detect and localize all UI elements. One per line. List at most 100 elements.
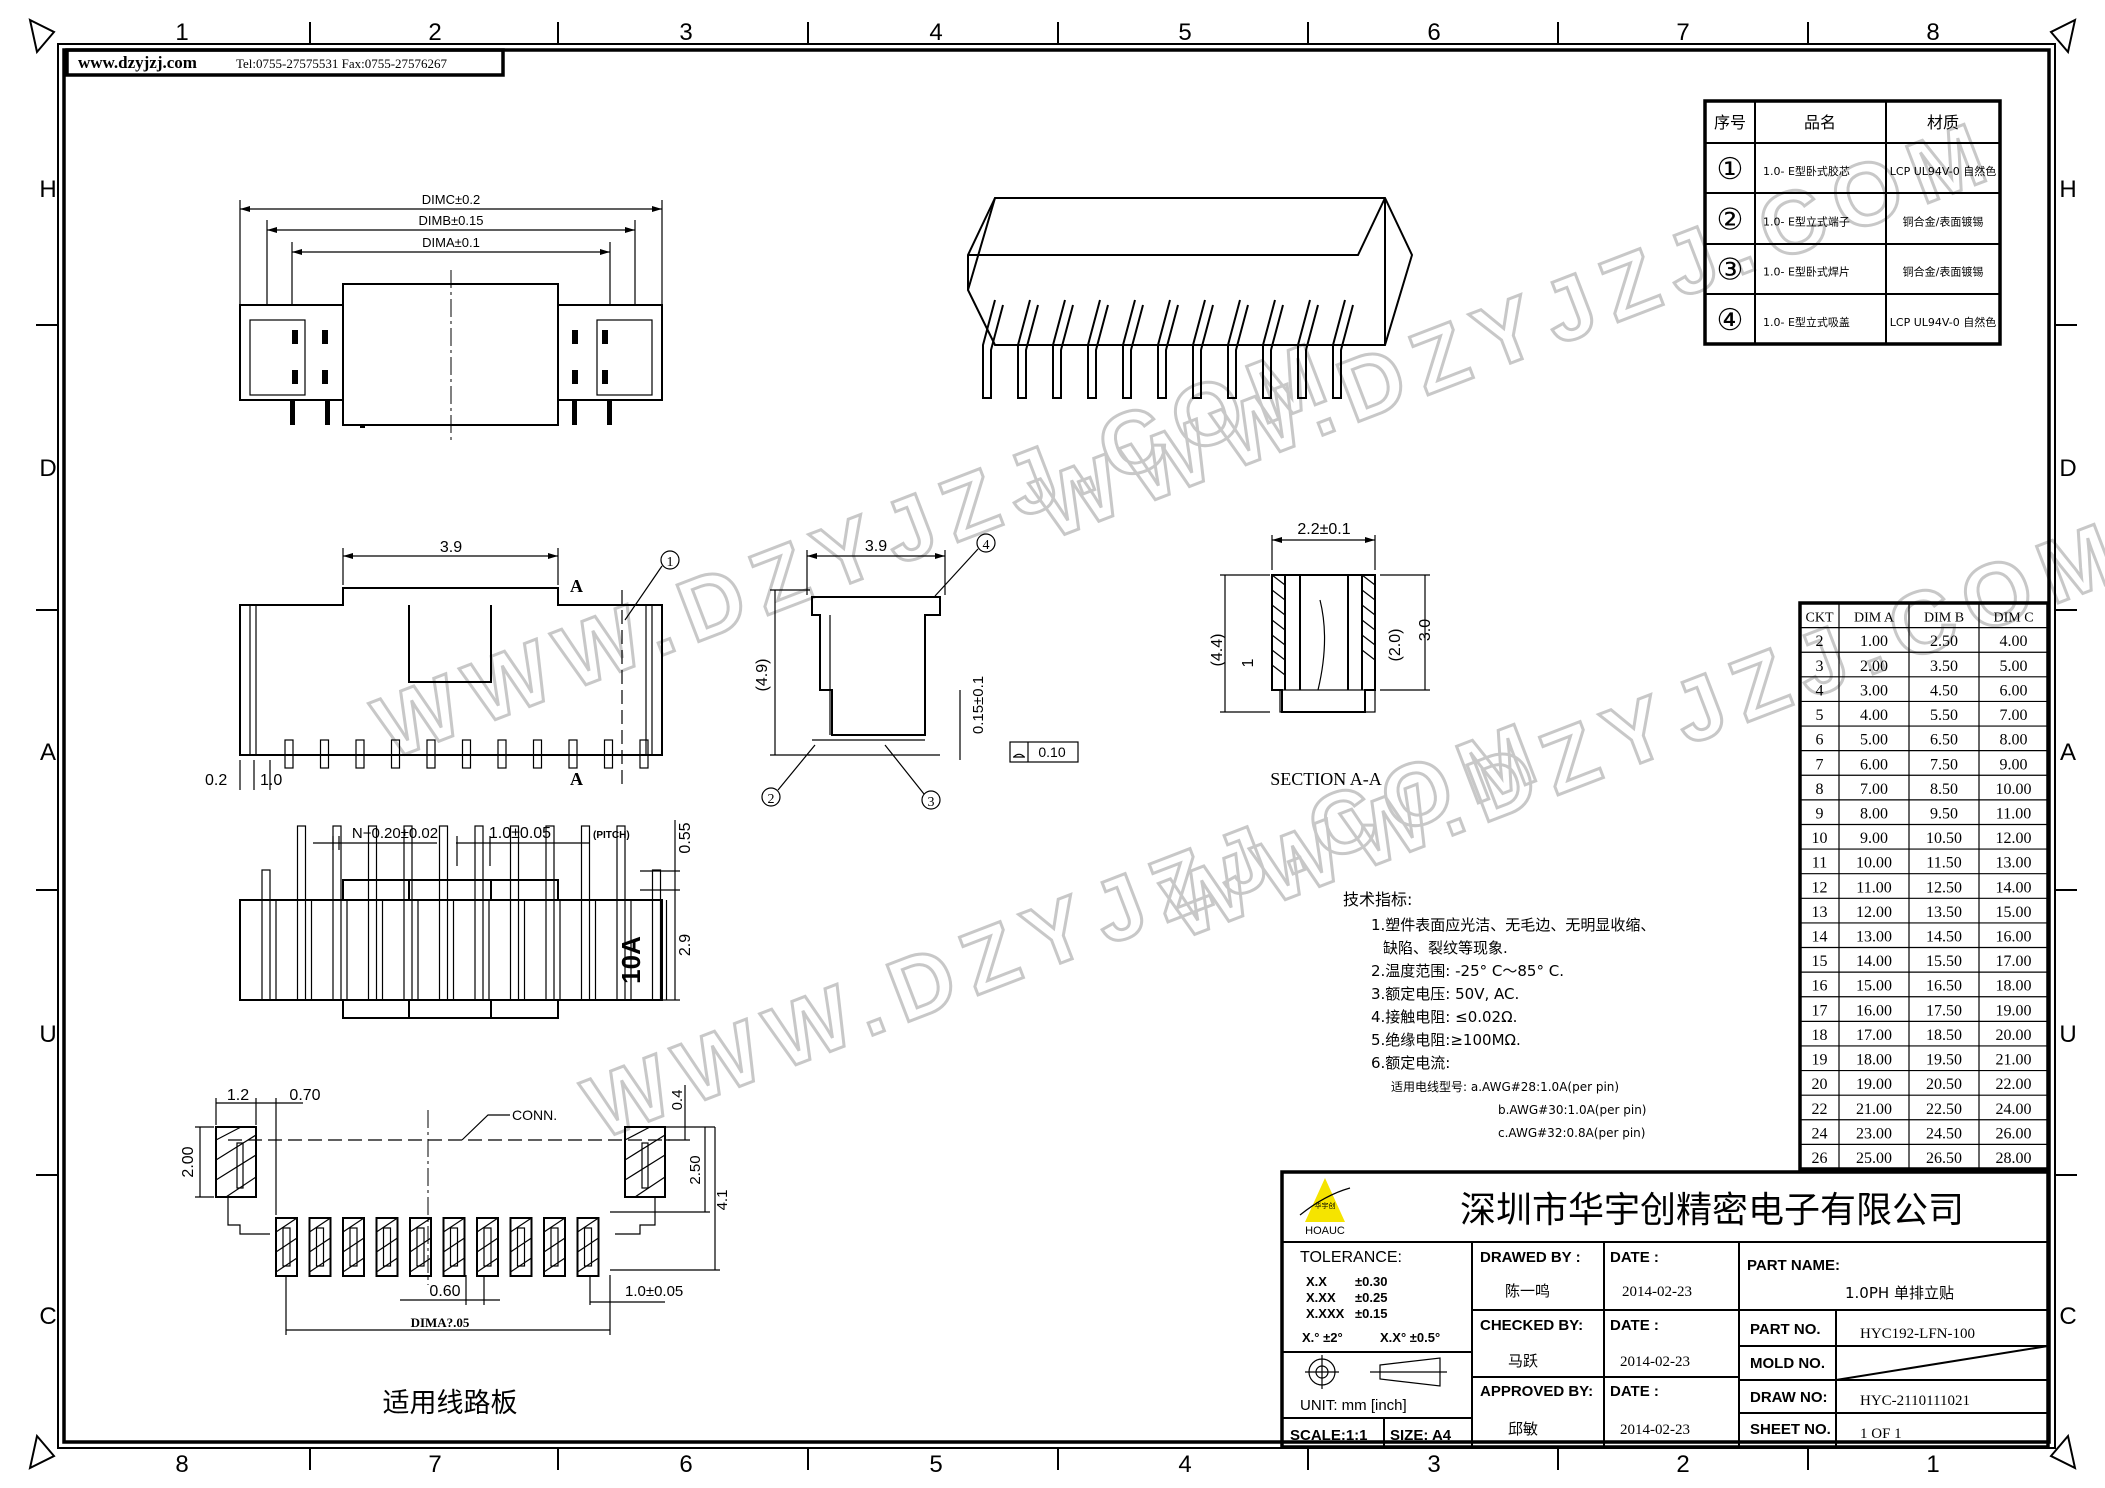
pin <box>403 825 413 1001</box>
column-header: DIM B <box>1924 611 1964 626</box>
date-value: 2014-02-23 <box>1622 1284 1692 1300</box>
pad <box>308 1217 332 1277</box>
pin <box>438 825 449 1001</box>
zone-label: U <box>39 1021 56 1048</box>
pin <box>426 739 436 769</box>
table-cell: 8 <box>1816 781 1824 798</box>
pin <box>616 825 626 1001</box>
column-header: CKT <box>1806 611 1834 626</box>
table-cell: 3.50 <box>1930 658 1958 675</box>
pad-hatch <box>309 1217 331 1273</box>
part-number-balloon: ② <box>1717 202 1744 237</box>
contact-info: Tel:0755-27575531 Fax:0755-27576267 <box>236 56 448 71</box>
title-block: 华宇创 HOAUC 深圳市华宇创精密电子有限公司 TOLERANCE: X.X … <box>1280 1170 2050 1449</box>
draw-no-value: HYC-2110111021 <box>1860 1393 1970 1409</box>
table-cell: 18.00 <box>1996 978 2032 995</box>
pin <box>545 825 555 1001</box>
zone-labels: 1 2 3 4 5 6 7 8 8 7 6 5 4 3 2 1 H D A U … <box>39 19 2076 1478</box>
table-cell: 20.00 <box>1996 1027 2032 1044</box>
dim-label: 2.00 <box>180 1146 197 1177</box>
zone-label: 6 <box>679 1451 692 1478</box>
zone-label: 3 <box>1427 1451 1440 1478</box>
part-material: LCP UL94V-0 自然色 <box>1890 164 1996 178</box>
pad <box>275 1217 298 1277</box>
part-no-label: PART NO. <box>1750 1321 1821 1338</box>
tech-note-line: 4.接触电阻: ≤0.02Ω. <box>1371 1008 1517 1026</box>
part-name-value: 1.0PH 单排立贴 <box>1845 1284 1954 1302</box>
date-value: 2014-02-23 <box>1620 1422 1690 1438</box>
table-cell: 17 <box>1812 1002 1828 1019</box>
dim-label: 1.0±0.05 <box>489 825 551 842</box>
mold-no-label: MOLD NO. <box>1750 1355 1825 1372</box>
table-cell: 10.00 <box>1996 781 2032 798</box>
table-cell: 4.00 <box>2000 633 2028 650</box>
zone-label: 8 <box>175 1451 188 1478</box>
date-label: DATE : <box>1610 1383 1659 1400</box>
zone-label: 1 <box>175 19 188 46</box>
pad <box>409 1217 432 1277</box>
table-cell: 12.50 <box>1926 879 1962 896</box>
dim-label: 4.1 <box>714 1190 731 1211</box>
table-cell: 18.00 <box>1856 1052 1892 1069</box>
tolerance-label: TOLERANCE: <box>1300 1249 1402 1266</box>
tech-note-line: b.AWG#30:1.0A(per pin) <box>1498 1103 1646 1117</box>
table-cell: 2.00 <box>1860 658 1888 675</box>
part-no-value: HYC192-LFN-100 <box>1860 1326 1975 1342</box>
table-cell: 15.00 <box>1856 978 1892 995</box>
part-material: 铜合金/表面镀锡 <box>1903 214 1984 228</box>
pin <box>296 825 307 1001</box>
table-cell: 6.00 <box>2000 682 2028 699</box>
table-cell: 19 <box>1812 1052 1828 1069</box>
table-cell: 13.50 <box>1926 904 1962 921</box>
table-cell: 20.50 <box>1926 1076 1962 1093</box>
table-cell: 7.50 <box>1930 756 1958 773</box>
dim-label: 2.50 <box>687 1155 704 1184</box>
table-cell: 7 <box>1816 756 1824 773</box>
pcb-footprint: 1.2 0.70 2.00 CONN. 0.4 2.50 4.1 0.60 1.… <box>180 1085 731 1419</box>
company-logo <box>1305 1178 1345 1222</box>
zone-label: 5 <box>1178 19 1191 46</box>
table-cell: 12 <box>1812 879 1828 896</box>
pin <box>568 739 578 769</box>
tech-note-line: 2.温度范围: -25° C～85° C. <box>1371 962 1564 980</box>
zone-label: 3 <box>679 19 692 46</box>
pad <box>476 1217 499 1277</box>
table-cell: 12.00 <box>1996 830 2032 847</box>
table-cell: 14 <box>1812 929 1828 946</box>
pin <box>261 869 271 1001</box>
table-cell: 7.00 <box>2000 707 2028 724</box>
pin <box>1017 299 1039 399</box>
tech-note-line: 缺陷、裂纹等现象. <box>1383 939 1508 957</box>
dim-label: 0.60 <box>429 1283 460 1300</box>
table-cell: 22.50 <box>1926 1101 1962 1118</box>
pin <box>367 825 378 1001</box>
dim-label: 3.9 <box>440 539 462 556</box>
column-header: 序号 <box>1714 113 1746 132</box>
tolerance-key: X.XX <box>1306 1290 1336 1305</box>
checked-by-value: 马跃 <box>1508 1352 1538 1370</box>
pad-hatch <box>275 1217 298 1273</box>
section-mark: A <box>570 769 583 789</box>
logo-text-cn: 华宇创 <box>1315 1201 1336 1210</box>
table-cell: 21.00 <box>1996 1052 2032 1069</box>
zone-label: H <box>2059 176 2076 203</box>
flatness-tolerance-frame <box>1009 741 1079 763</box>
table-cell: 6.50 <box>1930 732 1958 749</box>
website-link[interactable]: www.dzyjzj.com <box>78 53 197 72</box>
table-cell: 5.50 <box>1930 707 1958 724</box>
balloon-label: 4 <box>983 538 990 553</box>
table-cell: 14.50 <box>1926 929 1962 946</box>
date-value: 2014-02-23 <box>1620 1354 1690 1370</box>
marking-10a: 10A <box>616 936 646 984</box>
dim-label: 1.2 <box>227 1087 249 1104</box>
table-cell: 28.00 <box>1996 1150 2032 1167</box>
pin <box>1227 299 1249 399</box>
angle-tolerance: X.X° ±0.5° <box>1380 1330 1440 1345</box>
pcb-footprint-label: 适用线路板 <box>383 1388 518 1419</box>
dim-label: 1.0 <box>260 772 282 789</box>
orientation-mark-icon <box>2049 1433 2077 1470</box>
dim-label: 1 <box>1240 658 1257 667</box>
pin <box>332 825 342 1001</box>
pin <box>355 739 365 769</box>
